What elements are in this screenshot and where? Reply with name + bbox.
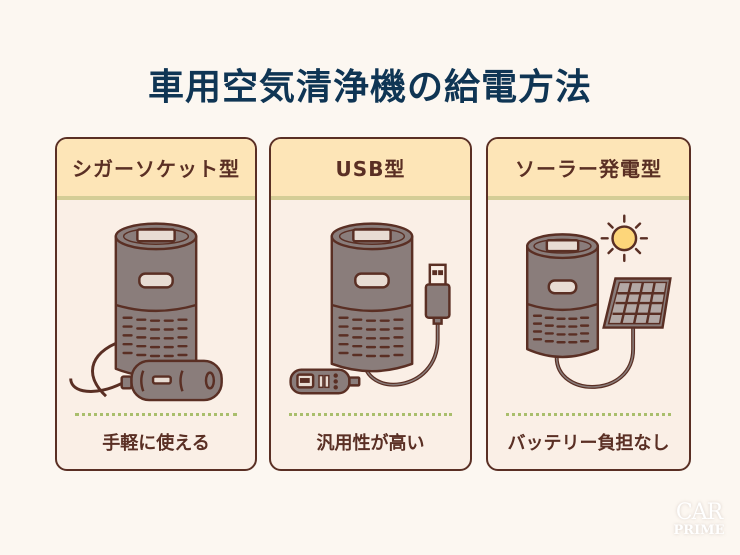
watermark-line1: CAR <box>675 500 723 525</box>
cigarette-plug-icon <box>69 359 223 402</box>
card-header: USB型 <box>271 139 470 200</box>
usb-plug-icon <box>424 263 451 325</box>
card-benefit: バッテリー負担なし <box>507 433 670 454</box>
dotted-divider <box>506 413 671 416</box>
card-benefit: 汎用性が高い <box>316 433 425 454</box>
card-cigarette-socket: シガーソケット型 <box>55 137 257 471</box>
card-header: シガーソケット型 <box>57 139 255 200</box>
usb-illustration <box>271 200 470 410</box>
watermark-line2: PRIME <box>673 523 725 538</box>
grille <box>338 316 404 358</box>
card-usb: USB型 <box>269 137 472 471</box>
cigarette-socket-illustration <box>57 200 255 410</box>
dotted-divider <box>289 413 452 416</box>
grille <box>122 316 188 358</box>
page-title: 車用空気清浄機の給電方法 <box>147 67 592 108</box>
card-solar: ソーラー発電型 <box>486 137 691 471</box>
air-purifier-icon <box>289 222 451 395</box>
card-header: ソーラー発電型 <box>488 139 689 200</box>
solar-illustration <box>488 200 689 410</box>
grille <box>532 314 590 344</box>
card-benefit: 手軽に使える <box>102 433 210 454</box>
solar-panel-icon <box>602 277 672 329</box>
air-purifier-icon <box>525 214 672 389</box>
car-prime-watermark: CAR PRIME <box>664 500 734 538</box>
air-purifier-icon <box>69 222 223 402</box>
sun-icon <box>600 214 649 263</box>
usb-car-charger-icon <box>289 368 361 395</box>
dotted-divider <box>75 413 237 416</box>
